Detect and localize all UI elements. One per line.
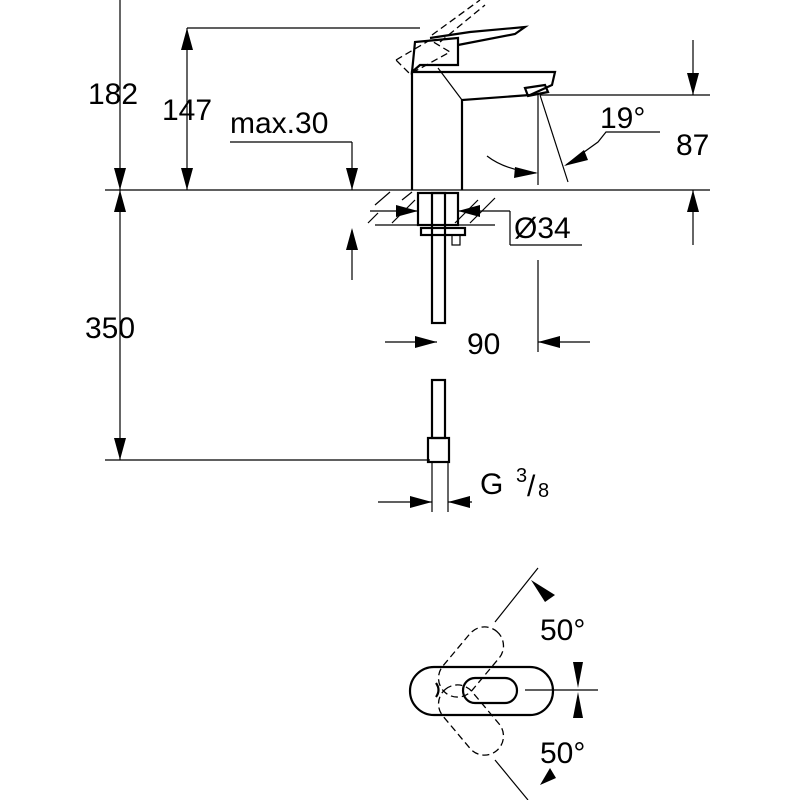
- dimension-diameter-34: Ø34: [370, 191, 582, 246]
- dimension-87: 87: [540, 40, 710, 245]
- dimension-19deg: 19°: [486, 94, 660, 185]
- dim-182-label: 182: [88, 78, 138, 111]
- dimension-90: 90: [385, 260, 590, 361]
- dim-87-label: 87: [676, 129, 709, 162]
- dimension-182: 182: [88, 0, 138, 212]
- rotation-left-label: 50°: [540, 614, 585, 647]
- thread-denominator: 8: [538, 480, 549, 502]
- rotation-right-label: 50°: [540, 737, 585, 770]
- faucet-top-view: 50° 50°: [408, 567, 598, 800]
- dim-diameter-label: Ø34: [514, 212, 571, 245]
- dim-350-label: 350: [85, 312, 135, 345]
- dim-147-label: 147: [162, 94, 212, 127]
- svg-text:/: /: [527, 470, 536, 503]
- supply-hose: [419, 191, 467, 512]
- thread-g-label: G: [480, 468, 503, 501]
- faucet-side-view: [394, 0, 557, 190]
- dimension-thread: G 3 / 8: [378, 465, 549, 508]
- dimension-147: 147: [162, 27, 420, 190]
- dim-max30-label: max.30: [230, 107, 328, 140]
- dimension-350: 350: [85, 190, 430, 461]
- dim-90-label: 90: [467, 328, 500, 361]
- thread-numerator: 3: [516, 465, 527, 487]
- dim-19deg-label: 19°: [600, 102, 645, 135]
- dimension-max30: max.30: [230, 107, 358, 280]
